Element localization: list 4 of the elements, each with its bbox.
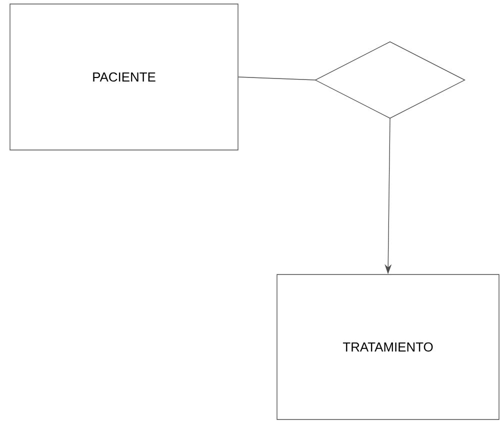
- entity-box: PACIENTE: [10, 4, 238, 150]
- connector-line: [238, 76, 316, 80]
- entity-box: TRATAMIENTO: [276, 274, 500, 420]
- relationship-diamond: [314, 41, 466, 119]
